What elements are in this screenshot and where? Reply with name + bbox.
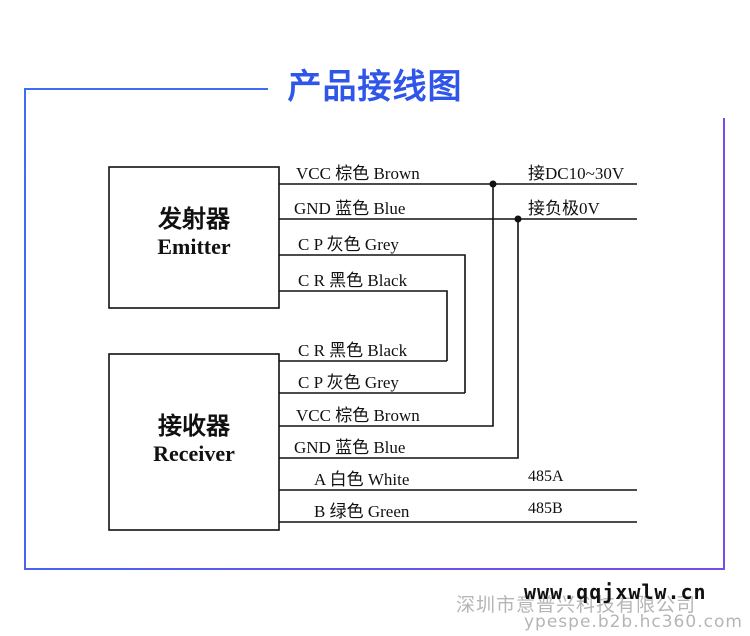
emitter-wire-label: GND 蓝色 Blue	[294, 199, 406, 218]
page-title: 产品接线图	[287, 67, 463, 107]
terminal-485a-label: 485A	[528, 468, 564, 485]
frame-right	[723, 118, 725, 570]
emitter-box	[108, 166, 280, 309]
receiver-wire-label: C P 灰色 Grey	[298, 373, 399, 392]
receiver-wire-label: C R 黑色 Black	[298, 341, 408, 360]
emitter-wire-label: C P 灰色 Grey	[298, 235, 399, 254]
receiver-wire-label: A 白色 White	[314, 470, 410, 489]
watermark-url: ypespe.b2b.hc360.com	[524, 612, 743, 632]
receiver-wire-label: B 绿色 Green	[314, 502, 410, 521]
receiver-wire-label: GND 蓝色 Blue	[294, 438, 406, 457]
wire-receiver-vcc	[279, 184, 494, 427]
receiver-name-cn: 接收器	[158, 412, 230, 440]
watermark-company: 深圳市意普兴科技有限公司	[456, 594, 697, 616]
junction-gnd	[514, 215, 522, 223]
frame-top-left	[24, 88, 268, 90]
emitter-wire-label: C R 黑色 Black	[298, 271, 408, 290]
emitter-name-en: Emitter	[157, 234, 231, 259]
wire-emitter-cr	[279, 290, 448, 361]
terminal-485b-label: 485B	[528, 500, 563, 517]
wire-receiver-gnd	[279, 219, 519, 459]
terminal-ground-label: 接负极0V	[528, 199, 600, 218]
receiver-box	[108, 353, 280, 531]
frame-bottom	[24, 568, 725, 570]
watermark-site: www.qqjxwlw.cn	[524, 580, 707, 604]
frame-left	[24, 88, 26, 570]
receiver-name-en: Receiver	[153, 441, 235, 466]
emitter-wire-label: VCC 棕色 Brown	[296, 164, 420, 183]
emitter-name-cn: 发射器	[158, 205, 230, 233]
emitter-title: 发射器 Emitter	[110, 204, 278, 260]
terminal-power-label: 接DC10~30V	[528, 164, 625, 183]
receiver-wire-label: VCC 棕色 Brown	[296, 406, 420, 425]
receiver-title: 接收器 Receiver	[110, 411, 278, 467]
wire-emitter-cp	[279, 254, 466, 393]
junction-vcc	[489, 180, 497, 188]
